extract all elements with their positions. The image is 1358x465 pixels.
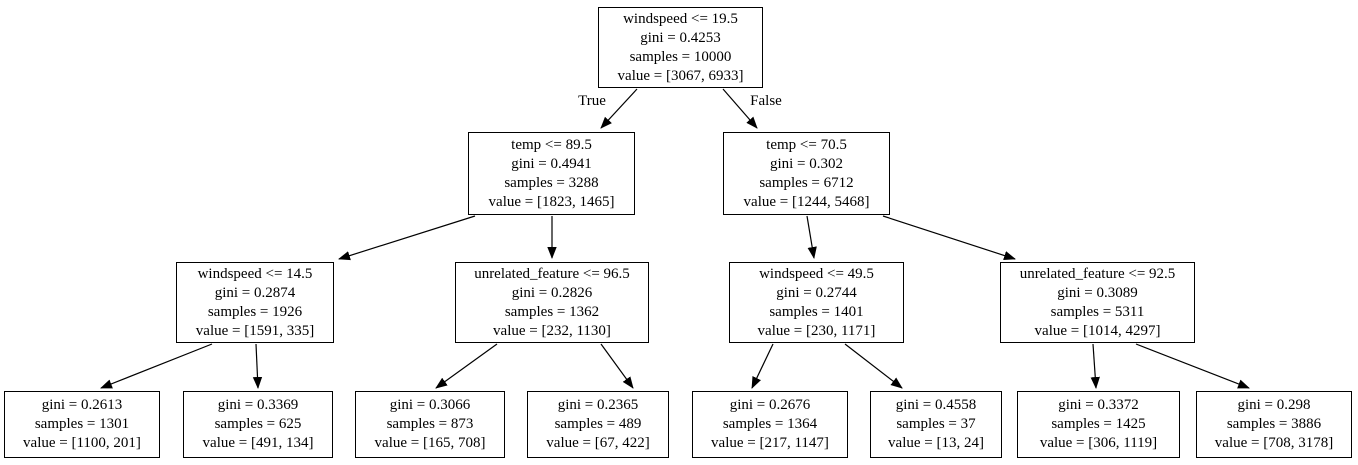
node-value: value = [491, 134] bbox=[202, 435, 314, 451]
node-condition: windspeed <= 19.5 bbox=[623, 10, 738, 27]
node-value: value = [1100, 201] bbox=[23, 435, 141, 451]
node-samples: samples = 3886 bbox=[1226, 416, 1322, 432]
node-value: value = [1591, 335] bbox=[195, 322, 315, 339]
node-samples: samples = 1364 bbox=[722, 416, 818, 432]
edge-tf-to-leaf3 bbox=[435, 343, 498, 389]
node-value: value = [165, 708] bbox=[374, 435, 486, 451]
edge-tt-to-leaf2 bbox=[252, 343, 263, 389]
edge-label-true: True bbox=[578, 93, 606, 109]
node-samples: samples = 37 bbox=[896, 416, 976, 432]
tree-leaf-7: gini = 0.3372 samples = 1425 value = [30… bbox=[1017, 391, 1180, 458]
edge-ft-to-leaf6 bbox=[844, 343, 903, 389]
node-gini: gini = 0.3369 bbox=[217, 397, 299, 413]
node-value: value = [1823, 1465] bbox=[488, 193, 615, 210]
node-value: value = [67, 422] bbox=[546, 435, 650, 451]
edge-root-to-true bbox=[600, 88, 638, 129]
tree-leaf-5: gini = 0.2676 samples = 1364 value = [21… bbox=[692, 391, 848, 458]
node-gini: gini = 0.2613 bbox=[41, 397, 123, 413]
node-gini: gini = 0.302 bbox=[769, 155, 844, 172]
node-value: value = [306, 1119] bbox=[1039, 435, 1158, 451]
tree-node-windspeed-49: windspeed <= 49.5 gini = 0.2744 samples … bbox=[729, 262, 904, 343]
tree-leaf-4: gini = 0.2365 samples = 489 value = [67,… bbox=[527, 391, 669, 458]
node-gini: gini = 0.298 bbox=[1237, 397, 1311, 413]
node-gini: gini = 0.4558 bbox=[895, 397, 977, 413]
node-samples: samples = 489 bbox=[554, 416, 642, 432]
node-value: value = [708, 3178] bbox=[1214, 435, 1334, 451]
node-condition: unrelated_feature <= 96.5 bbox=[474, 265, 630, 282]
node-gini: gini = 0.2826 bbox=[511, 284, 593, 301]
tree-leaf-8: gini = 0.298 samples = 3886 value = [708… bbox=[1196, 391, 1352, 458]
node-samples: samples = 1301 bbox=[34, 416, 130, 432]
node-samples: samples = 1401 bbox=[769, 303, 864, 320]
tree-node-temp-70: temp <= 70.5 gini = 0.302 samples = 6712… bbox=[723, 132, 890, 215]
node-condition: temp <= 70.5 bbox=[766, 136, 847, 153]
node-samples: samples = 5311 bbox=[1050, 303, 1145, 320]
node-value: value = [230, 1171] bbox=[757, 322, 876, 339]
node-gini: gini = 0.3372 bbox=[1058, 397, 1139, 413]
node-value: value = [1014, 4297] bbox=[1034, 322, 1161, 339]
node-samples: samples = 873 bbox=[386, 416, 474, 432]
node-gini: gini = 0.2744 bbox=[776, 284, 857, 301]
edge-false-to-ft bbox=[806, 215, 817, 259]
node-condition: windspeed <= 14.5 bbox=[197, 265, 313, 282]
tree-node-temp-89: temp <= 89.5 gini = 0.4941 samples = 328… bbox=[468, 132, 635, 215]
node-condition: unrelated_feature <= 92.5 bbox=[1019, 265, 1176, 282]
node-samples: samples = 6712 bbox=[759, 174, 854, 191]
node-condition: windspeed <= 49.5 bbox=[759, 265, 874, 282]
node-samples: samples = 1425 bbox=[1051, 416, 1146, 432]
edge-ff-to-leaf7 bbox=[1090, 343, 1100, 389]
node-samples: samples = 1362 bbox=[504, 303, 600, 320]
node-value: value = [13, 24] bbox=[888, 435, 984, 451]
edge-root-to-false bbox=[722, 88, 758, 129]
tree-node-unrelated-92: unrelated_feature <= 92.5 gini = 0.3089 … bbox=[1000, 262, 1195, 343]
node-condition: temp <= 89.5 bbox=[511, 136, 592, 153]
node-samples: samples = 10000 bbox=[629, 48, 732, 65]
tree-leaf-6: gini = 0.4558 samples = 37 value = [13, … bbox=[870, 391, 1002, 458]
tree-node-windspeed-14: windspeed <= 14.5 gini = 0.2874 samples … bbox=[176, 262, 334, 343]
tree-node-unrelated-96: unrelated_feature <= 96.5 gini = 0.2826 … bbox=[455, 262, 649, 343]
node-value: value = [1244, 5468] bbox=[743, 193, 870, 210]
edge-true-to-tt bbox=[338, 215, 476, 261]
edge-false-to-ff bbox=[882, 215, 1016, 261]
node-gini: gini = 0.4253 bbox=[640, 29, 721, 46]
tree-leaf-2: gini = 0.3369 samples = 625 value = [491… bbox=[183, 391, 333, 458]
edge-tf-to-leaf4 bbox=[600, 343, 634, 389]
node-samples: samples = 1926 bbox=[207, 303, 303, 320]
tree-leaf-1: gini = 0.2613 samples = 1301 value = [11… bbox=[4, 391, 160, 458]
node-gini: gini = 0.3066 bbox=[389, 397, 471, 413]
edge-ff-to-leaf8 bbox=[1135, 343, 1250, 389]
edge-label-false: False bbox=[750, 93, 782, 109]
node-value: value = [217, 1147] bbox=[711, 435, 829, 451]
node-value: value = [232, 1130] bbox=[493, 322, 611, 339]
node-gini: gini = 0.3089 bbox=[1057, 284, 1138, 301]
node-samples: samples = 3288 bbox=[504, 174, 599, 191]
node-gini: gini = 0.2676 bbox=[729, 397, 811, 413]
tree-leaf-3: gini = 0.3066 samples = 873 value = [165… bbox=[355, 391, 505, 458]
node-gini: gini = 0.2365 bbox=[557, 397, 639, 413]
edge-tt-to-leaf1 bbox=[100, 343, 213, 389]
tree-node-root: windspeed <= 19.5 gini = 0.4253 samples … bbox=[598, 7, 763, 88]
node-gini: gini = 0.2874 bbox=[214, 284, 296, 301]
node-value: value = [3067, 6933] bbox=[617, 67, 744, 84]
node-samples: samples = 625 bbox=[214, 416, 302, 432]
node-gini: gini = 0.4941 bbox=[511, 155, 592, 172]
edge-ft-to-leaf5 bbox=[751, 343, 774, 389]
